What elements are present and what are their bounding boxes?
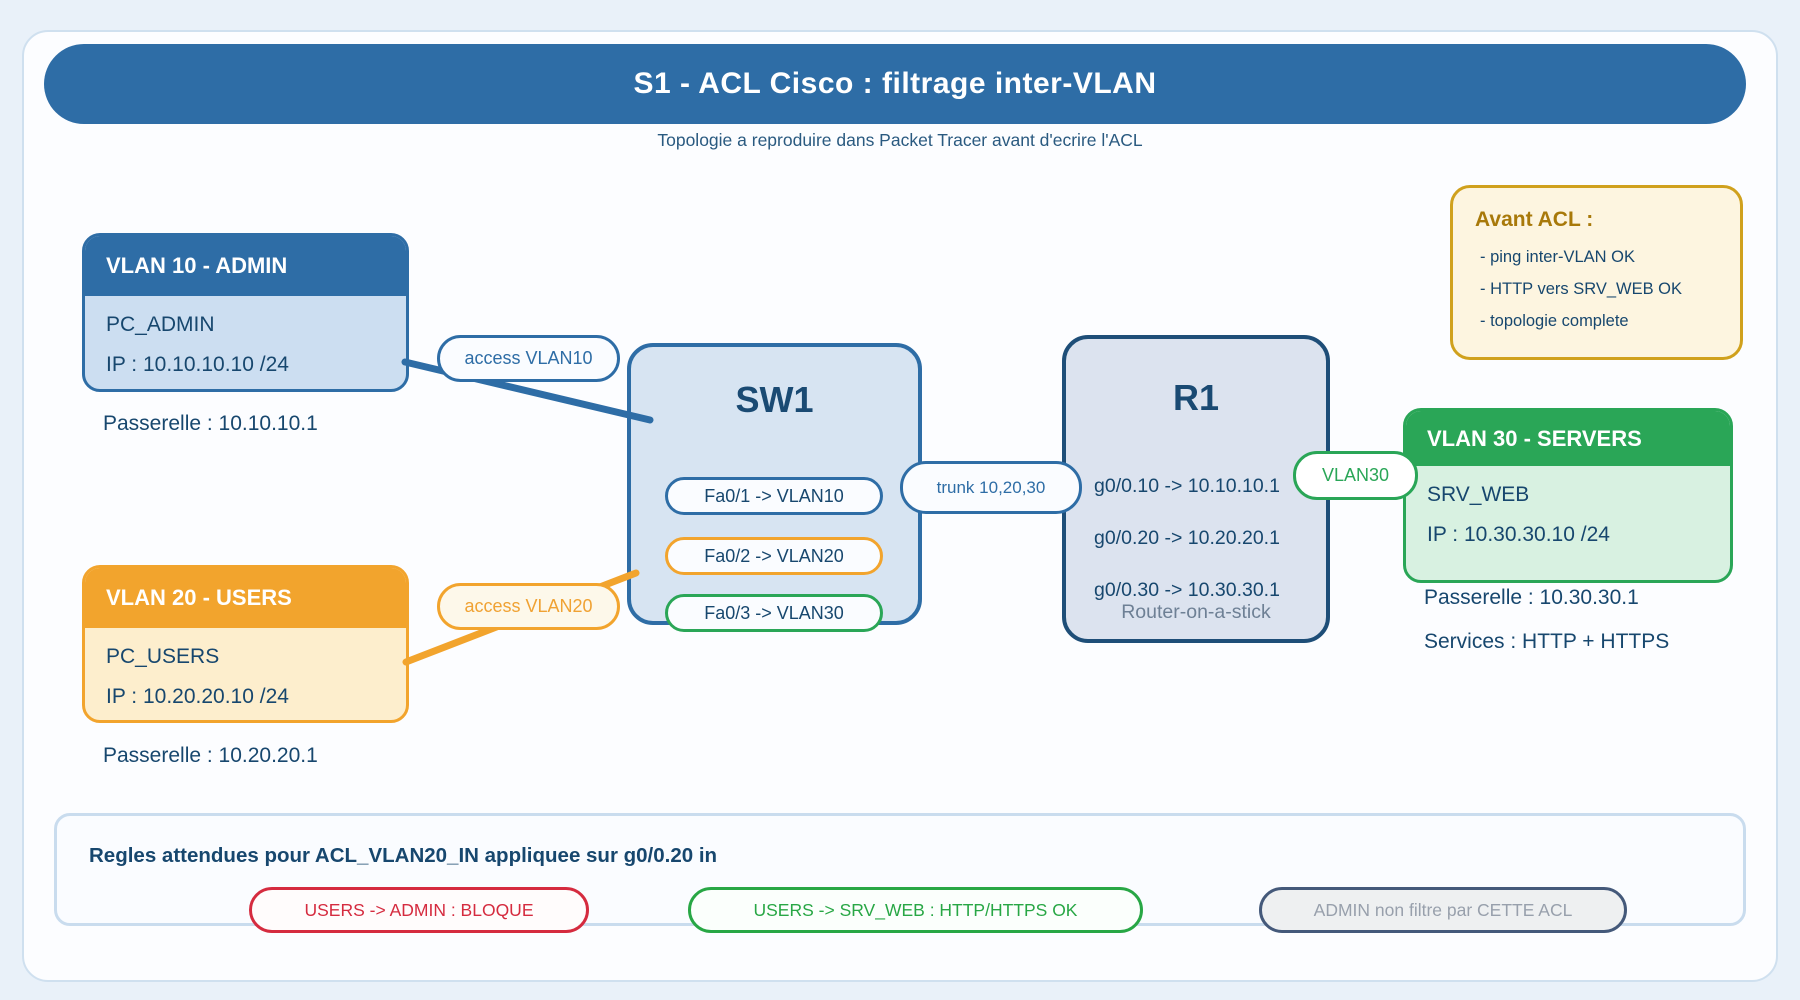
note-item-http: - HTTP vers SRV_WEB OK bbox=[1480, 280, 1683, 298]
rule-admin-not-filtered: ADMIN non filtre par CETTE ACL bbox=[1259, 887, 1627, 933]
page-subtitle: Topologie a reproduire dans Packet Trace… bbox=[657, 130, 1143, 150]
vlan10-gateway-label: Passerelle : 10.10.10.1 bbox=[103, 412, 318, 435]
vlan20-host-label: PC_USERS bbox=[106, 645, 220, 668]
rules-panel: Regles attendues pour ACL_VLAN20_IN appl… bbox=[54, 813, 1746, 933]
vlan30-services-label: Services : HTTP + HTTPS bbox=[1424, 630, 1670, 653]
node-vlan10-admin: VLAN 10 - ADMIN PC_ADMIN IP : 10.10.10.1… bbox=[82, 233, 409, 392]
vlan20-ip-label: IP : 10.20.20.10 /24 bbox=[106, 685, 289, 708]
note-item-ping: - ping inter-VLAN OK bbox=[1480, 248, 1635, 266]
sw1-port-fa02: Fa0/2 -> VLAN20 bbox=[665, 537, 883, 575]
r1-subinterface-g0030: g0/0.30 -> 10.30.30.1 bbox=[1094, 579, 1280, 601]
r1-title: R1 bbox=[1172, 377, 1220, 418]
link-label-access-vlan10: access VLAN10 bbox=[437, 335, 620, 382]
r1-subinterface-g0010: g0/0.10 -> 10.10.10.1 bbox=[1094, 475, 1280, 497]
node-vlan10-title: VLAN 10 - ADMIN bbox=[85, 236, 406, 296]
vlan30-host-label: SRV_WEB bbox=[1427, 483, 1530, 506]
node-vlan20-title: VLAN 20 - USERS bbox=[85, 568, 406, 628]
sw1-title: SW1 bbox=[735, 379, 814, 420]
r1-subinterface-g0020: g0/0.20 -> 10.20.20.1 bbox=[1094, 527, 1280, 549]
vlan20-gateway-label: Passerelle : 10.20.20.1 bbox=[103, 744, 318, 767]
vlan30-gateway-label: Passerelle : 10.30.30.1 bbox=[1424, 586, 1639, 609]
rules-heading: Regles attendues pour ACL_VLAN20_IN appl… bbox=[89, 844, 718, 867]
link-label-vlan30: VLAN30 bbox=[1293, 451, 1418, 500]
link-label-access-vlan20: access VLAN20 bbox=[437, 583, 620, 630]
node-router-r1: R1 g0/0.10 -> 10.10.10.1 g0/0.20 -> 10.2… bbox=[1062, 335, 1330, 643]
vlan30-ip-label: IP : 10.30.30.10 /24 bbox=[1427, 523, 1610, 546]
sw1-port-fa01: Fa0/1 -> VLAN10 bbox=[665, 477, 883, 515]
rule-users-admin-blocked: USERS -> ADMIN : BLOQUE bbox=[249, 887, 589, 933]
node-vlan20-users: VLAN 20 - USERS PC_USERS IP : 10.20.20.1… bbox=[82, 565, 409, 723]
rule-users-srvweb-allowed: USERS -> SRV_WEB : HTTP/HTTPS OK bbox=[688, 887, 1143, 933]
page-title: S1 - ACL Cisco : filtrage inter-VLAN bbox=[44, 44, 1746, 124]
sw1-port-fa03: Fa0/3 -> VLAN30 bbox=[665, 594, 883, 632]
vlan10-host-label: PC_ADMIN bbox=[106, 313, 215, 336]
note-item-topologie: - topologie complete bbox=[1480, 312, 1629, 330]
vlan10-ip-label: IP : 10.10.10.10 /24 bbox=[106, 353, 289, 376]
link-label-trunk: trunk 10,20,30 bbox=[900, 461, 1082, 514]
node-vlan30-servers: VLAN 30 - SERVERS SRV_WEB IP : 10.30.30.… bbox=[1403, 408, 1733, 583]
node-switch-sw1: SW1 Fa0/1 -> VLAN10 Fa0/2 -> VLAN20 Fa0/… bbox=[627, 343, 922, 632]
note-avant-acl: Avant ACL : - ping inter-VLAN OK - HTTP … bbox=[1450, 185, 1743, 360]
note-avant-acl-title: Avant ACL : bbox=[1475, 208, 1594, 231]
r1-caption: Router-on-a-stick bbox=[1121, 601, 1271, 623]
node-vlan30-title: VLAN 30 - SERVERS bbox=[1406, 411, 1730, 466]
